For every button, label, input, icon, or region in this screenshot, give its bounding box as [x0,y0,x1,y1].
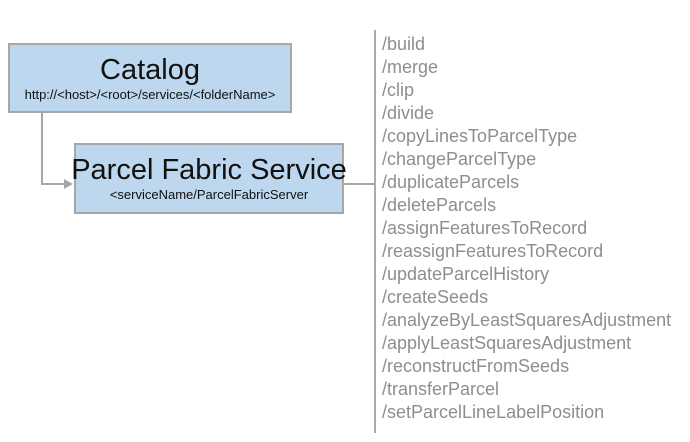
service-to-endpoints-connector [344,183,374,185]
service-url-pattern: <serviceName/ParcelFabricServer [109,187,309,202]
endpoint-item: /transferParcel [382,379,500,399]
endpoint-item: /merge [382,57,439,77]
endpoint-item: /reassignFeaturesToRecord [382,241,604,261]
endpoint-item: /divide [382,103,435,123]
endpoint-item: /analyzeByLeastSquaresAdjustment [382,310,672,330]
endpoint-item: /updateParcelHistory [382,264,550,284]
endpoint-item: /duplicateParcels [382,172,520,192]
endpoint-item: /copyLinesToParcelType [382,126,578,146]
catalog-to-service-connector-vertical [41,113,43,185]
endpoints-list: /build /merge /clip /divide /copyLinesTo… [382,33,671,424]
service-title: Parcel Fabric Service [71,154,347,186]
endpoint-item: /clip [382,80,415,100]
endpoint-item: /applyLeastSquaresAdjustment [382,333,632,353]
endpoints-divider-line [374,30,376,433]
catalog-url-pattern: http://<host>/<root>/services/<folderNam… [24,86,276,102]
catalog-box: Catalog http://<host>/<root>/services/<f… [8,43,292,113]
parcel-fabric-service-box: Parcel Fabric Service <serviceName/Parce… [71,143,347,214]
endpoint-item: /createSeeds [382,287,489,307]
endpoint-item: /build [382,34,426,54]
endpoint-item: /reconstructFromSeeds [382,356,570,376]
endpoint-item: /setParcelLineLabelPosition [382,402,605,422]
catalog-to-service-connector-horizontal [41,183,65,185]
endpoint-item: /deleteParcels [382,195,497,215]
catalog-title: Catalog [100,53,200,86]
endpoint-item: /changeParcelType [382,149,537,169]
endpoint-item: /assignFeaturesToRecord [382,218,588,238]
arrowhead-icon [64,179,73,189]
